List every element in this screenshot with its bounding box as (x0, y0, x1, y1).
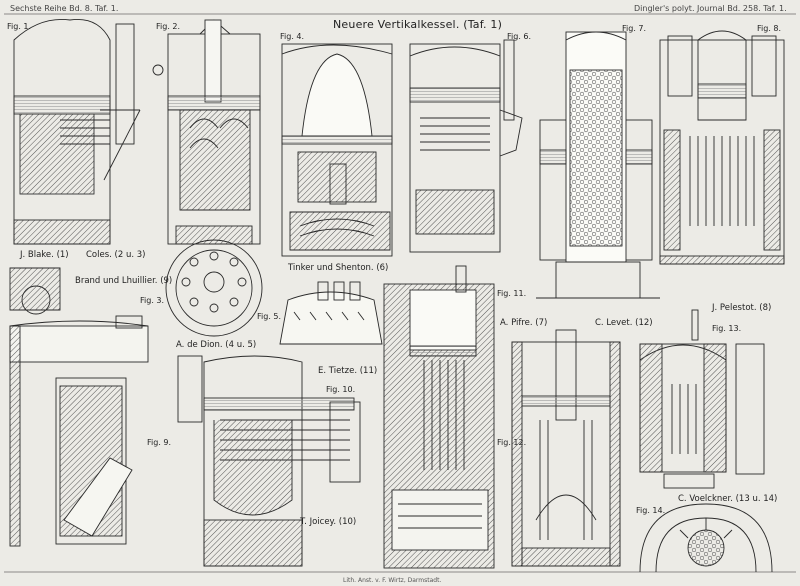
fig-10-label: Fig. 10. (326, 385, 356, 394)
fig-10-drawing (177, 355, 361, 567)
fig-1-drawing (13, 18, 141, 245)
fig-8-label: Fig. 8. (757, 24, 782, 33)
caption-pelestot: J. Pelestot. (8) (712, 303, 772, 313)
journal-header: Dingler's polyt. Journal Bd. 258. Taf. 1… (634, 4, 787, 13)
caption-joicey: T. Joicey. (10) (300, 517, 357, 527)
caption-de-dion: A. de Dion. (4 u. 5) (176, 340, 257, 350)
caption-blake: J. Blake. (1) (20, 250, 69, 260)
plate-series-header: Sechste Reihe Bd. 8. Taf. 1. (10, 4, 119, 13)
fig-8-drawing (659, 30, 785, 265)
fig-2-label: Fig. 2. (156, 22, 181, 31)
caption-tietze: E. Tietze. (11) (318, 366, 378, 376)
lithographer-credit: Lith. Anst. v. F. Wirtz, Darmstadt. (343, 577, 442, 584)
fig-9-label: Fig. 9. (147, 438, 172, 447)
fig-1-label: Fig. 1. (7, 22, 32, 31)
fig-13-drawing (639, 309, 765, 489)
fig-5-drawing (165, 239, 383, 345)
fig-14-drawing (639, 503, 773, 573)
caption-levet: C. Levet. (12) (595, 318, 653, 328)
fig-14-label: Fig. 14. (636, 506, 666, 515)
caption-tinker-shenton: Tinker und Shenton. (6) (288, 263, 389, 273)
plate-title: Neuere Vertikalkessel. (Taf. 1) (333, 18, 503, 31)
fig-3-label: Fig. 3. (140, 296, 165, 305)
fig-7-drawing (536, 31, 660, 299)
caption-voelckner: C. Voelckner. (13 u. 14) (678, 494, 778, 504)
fig-3-drawing (9, 267, 149, 547)
fig-4-drawing (281, 43, 393, 257)
caption-brand-lhuillier: Brand und Lhuillier. (9) (75, 276, 173, 286)
fig-13-label: Fig. 13. (712, 324, 742, 333)
fig-12-drawing (511, 329, 621, 567)
fig-7-label: Fig. 7. (622, 24, 647, 33)
fig-2-drawing (152, 19, 261, 245)
fig-4-label: Fig. 4. (280, 32, 305, 41)
caption-pifre: A. Pifre. (7) (500, 318, 548, 328)
fig-6-label: Fig. 6. (507, 32, 532, 41)
fig-11-drawing (383, 265, 495, 569)
fig-6-drawing (409, 39, 523, 253)
fig-5-label: Fig. 5. (257, 312, 282, 321)
fig-11-label: Fig. 11. (497, 289, 527, 298)
caption-coles: Coles. (2 u. 3) (86, 250, 146, 260)
